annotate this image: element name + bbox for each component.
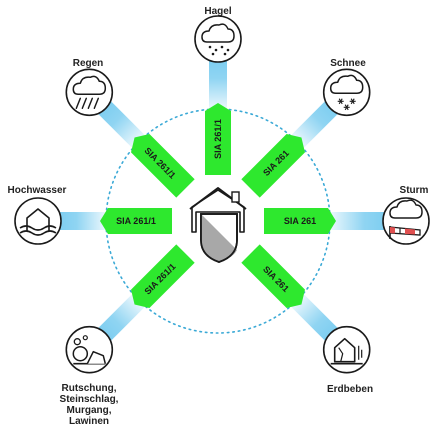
norm-tag-shape [241, 134, 305, 198]
norm-tag-shape [205, 103, 231, 175]
hazard-label-sturm: Sturm [400, 185, 429, 196]
norm-tag-hochwasser: SIA 261/1 [100, 208, 172, 234]
hazard-label-line: Rutschung, [62, 383, 117, 394]
hazard-label-line: Hochwasser [8, 185, 67, 196]
flood-house-icon [14, 197, 62, 245]
hail-cloud-icon [194, 15, 242, 63]
norm-label-sturm: SIA 261 [284, 216, 316, 226]
beam-schnee [290, 99, 340, 149]
hazard-label-line: Regen [73, 58, 104, 69]
norm-label-hagel: SIA 261/1 [213, 119, 223, 159]
hazard-label-line: Hagel [204, 6, 231, 17]
norm-tag-sturm: SIA 261 [264, 208, 336, 234]
hazard-label-line: Sturm [400, 185, 429, 196]
beam-regen [96, 99, 146, 149]
hazard-label-regen: Regen [73, 58, 104, 69]
hazard-label-schnee: Schnee [330, 58, 366, 69]
hazard-label-rutschung: Rutschung,Steinschlag,Murgang,Lawinen [60, 383, 119, 427]
norm-tag-schnee: SIA 261 [241, 134, 305, 198]
earthquake-house-icon [322, 325, 371, 374]
norm-tag-erdbeben: SIA 261 [241, 244, 305, 308]
norm-tag-shape [131, 244, 195, 308]
snow-cloud-icon [322, 68, 371, 117]
house-shield-icon [189, 187, 247, 263]
hazard-label-line: Steinschlag, [60, 394, 119, 405]
beam-hochwasser [57, 212, 106, 230]
norm-tag-shape [241, 244, 305, 308]
storm-windsock-icon [382, 197, 430, 245]
hazard-label-line: Murgang, [67, 405, 112, 416]
beam-rutschung [96, 293, 146, 343]
hazard-label-line: Schnee [330, 58, 366, 69]
rockfall-icon [65, 325, 114, 374]
hazard-label-hochwasser: Hochwasser [8, 185, 67, 196]
norm-tag-shape [100, 208, 172, 234]
rain-cloud-icon [65, 68, 114, 117]
norm-tag-rutschung: SIA 261/1 [131, 244, 195, 308]
hazard-label-line: Lawinen [69, 416, 109, 427]
norm-tag-shape [264, 208, 336, 234]
norm-label-hochwasser: SIA 261/1 [116, 216, 156, 226]
beam-hagel [209, 58, 227, 109]
hazard-label-line: Erdbeben [327, 384, 373, 395]
norm-tag-shape [131, 134, 195, 198]
beam-sturm [330, 212, 387, 230]
hazard-label-hagel: Hagel [204, 6, 231, 17]
hazard-label-erdbeben: Erdbeben [327, 384, 373, 395]
norm-tag-hagel: SIA 261/1 [205, 103, 231, 175]
beams-layer [57, 58, 387, 343]
norm-tag-regen: SIA 261/1 [131, 134, 195, 198]
beam-erdbeben [290, 293, 340, 343]
